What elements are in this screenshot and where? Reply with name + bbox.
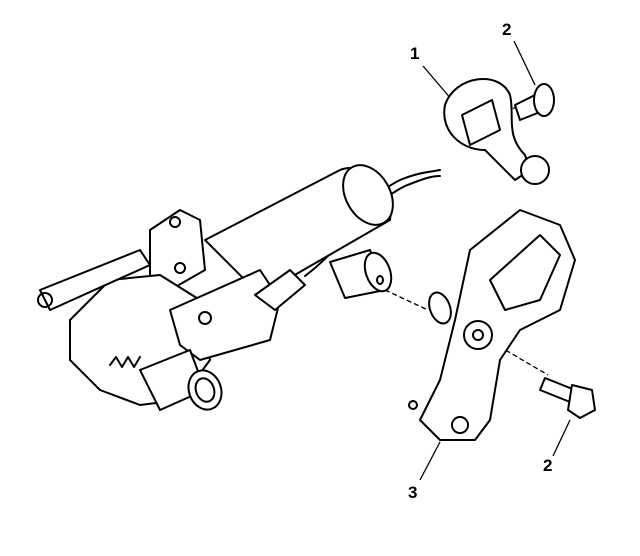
callout-3: 3 bbox=[408, 483, 418, 502]
leader-line-2-bottom bbox=[552, 419, 571, 457]
axis-line bbox=[384, 289, 429, 311]
callout-2-top: 2 bbox=[502, 20, 512, 39]
actuator-motor bbox=[37, 164, 394, 411]
pivot-bushing bbox=[329, 249, 393, 299]
callout-1: 1 bbox=[410, 44, 420, 63]
leader-line-3 bbox=[419, 441, 441, 481]
part-2-screw-top bbox=[514, 83, 555, 121]
callout-2-bottom: 2 bbox=[543, 456, 553, 475]
leader-line-2-top bbox=[513, 40, 536, 86]
part-3-bracket bbox=[408, 209, 576, 441]
part-2-bolt-bottom bbox=[539, 377, 596, 419]
leader-line-1 bbox=[422, 65, 453, 101]
part-1-lever bbox=[443, 78, 550, 185]
